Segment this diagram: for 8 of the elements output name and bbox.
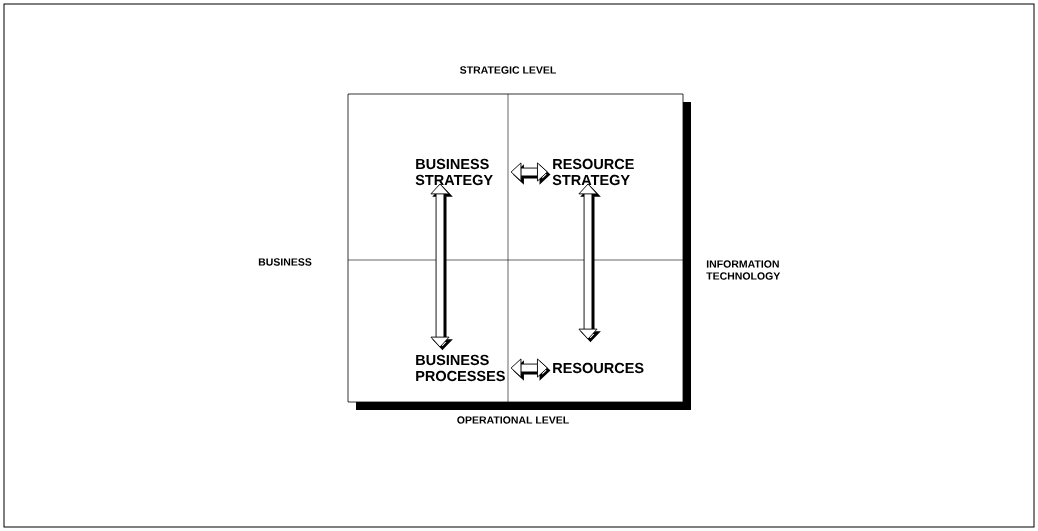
quadrant-label: BUSINESS STRATEGY	[415, 158, 493, 186]
axis-label: OPERATIONAL LEVEL	[457, 416, 569, 424]
axis-label: STRATEGIC LEVEL	[460, 66, 556, 74]
axis-label: BUSINESS	[258, 258, 312, 266]
quadrant-label: RESOURCE STRATEGY	[552, 158, 634, 186]
axis-label: INFORMATION TECHNOLOGY	[706, 260, 781, 280]
quadrant-label: RESOURCES	[553, 362, 644, 374]
quadrant-label: BUSINESS PROCESSES	[416, 354, 505, 382]
